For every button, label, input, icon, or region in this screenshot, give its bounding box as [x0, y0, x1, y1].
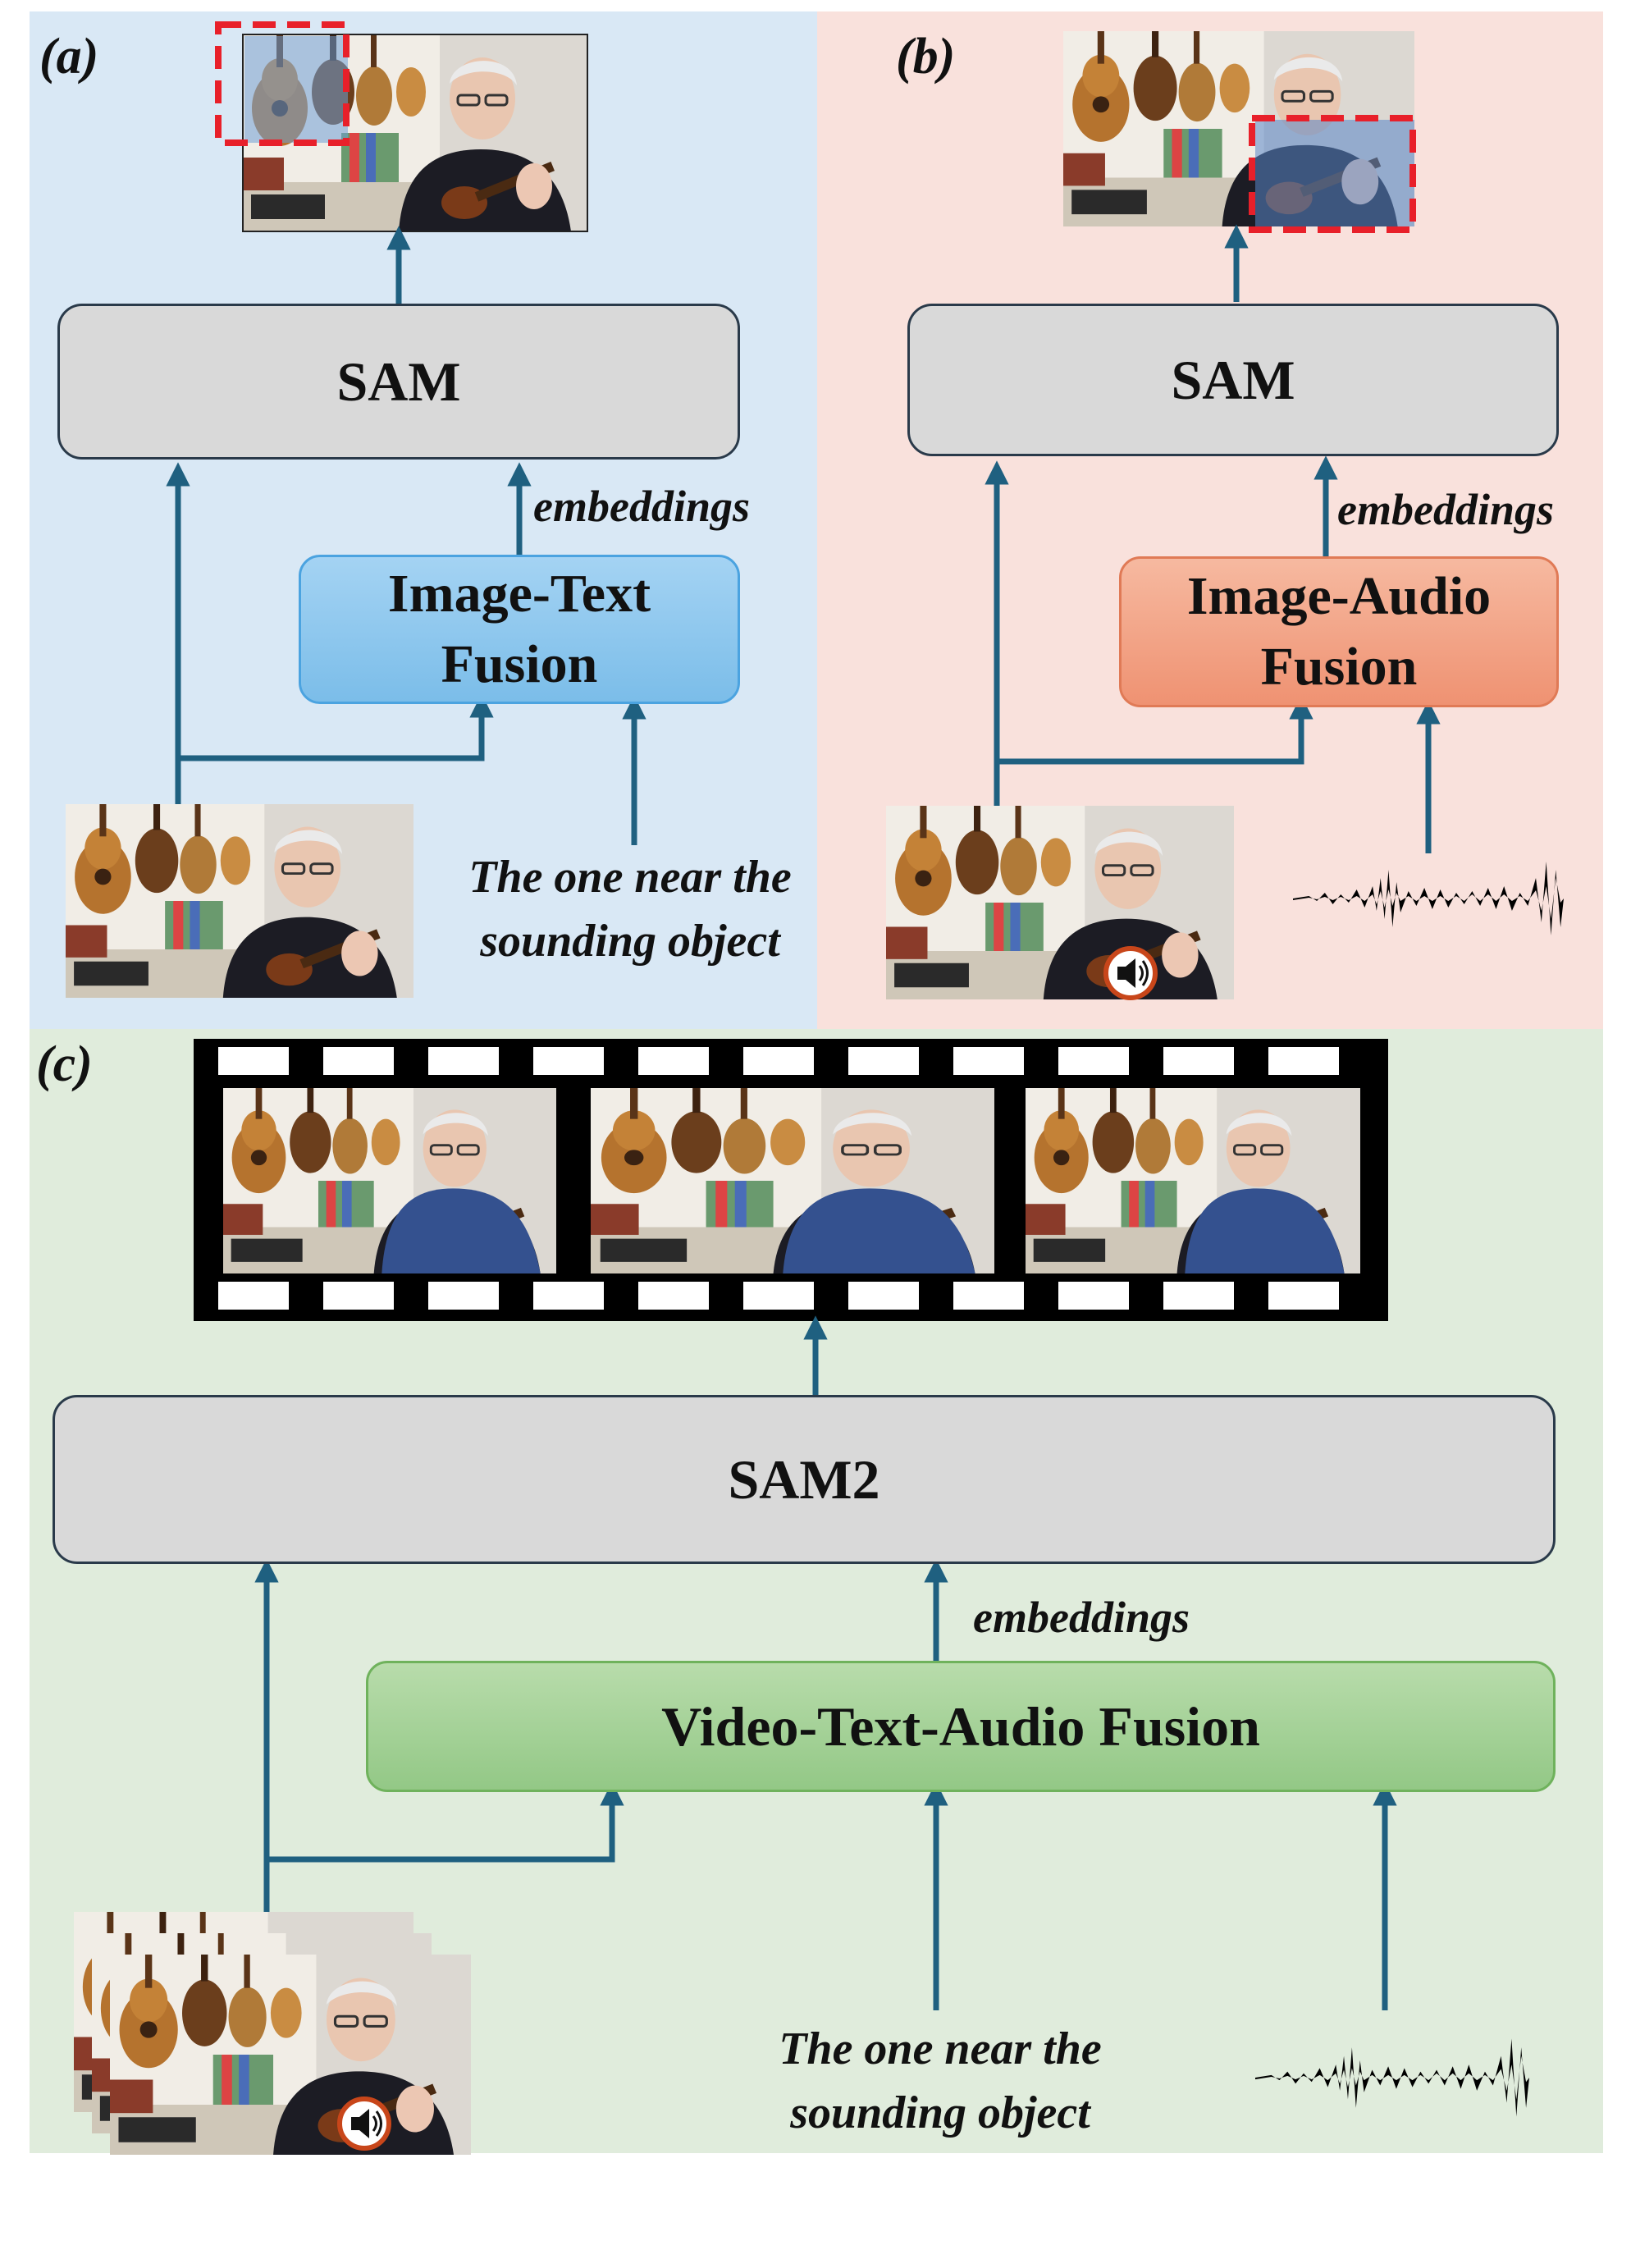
film-sprocket-hole	[323, 1282, 394, 1310]
film-sprocket-hole	[848, 1047, 919, 1075]
panel-a-image-text-fusion: Image-Text Fusion	[299, 555, 740, 704]
film-sprocket-hole	[218, 1282, 289, 1310]
film-sprocket-hole	[218, 1047, 289, 1075]
audio-waveform-icon	[1293, 862, 1564, 935]
film-sprocket-hole	[533, 1282, 604, 1310]
panel-a-highlight-box	[215, 21, 350, 146]
film-sprocket-hole	[743, 1047, 814, 1075]
panel-a-embeddings-label: embeddings	[533, 482, 750, 531]
film-sprocket-hole	[953, 1282, 1024, 1310]
panel-a-label: (a)	[39, 29, 99, 85]
film-sprocket-hole	[428, 1047, 499, 1075]
panel-a-input-image	[66, 804, 413, 998]
panel-b-label: (b)	[896, 29, 956, 85]
film-sprocket-hole	[1163, 1047, 1234, 1075]
panel-c-fusion-label: Video-Text-Audio Fusion	[661, 1694, 1260, 1758]
panel-c-query-text: The one near the sounding object	[779, 2023, 1102, 2139]
film-sprocket-hole	[428, 1282, 499, 1310]
panel-c-input-frames	[74, 1912, 471, 2155]
audio-waveform-icon	[1255, 2038, 1529, 2117]
film-sprocket-hole	[638, 1047, 709, 1075]
speaker-icon	[1103, 946, 1158, 1000]
film-sprocket-hole	[1058, 1282, 1129, 1310]
film-sprocket-hole	[1163, 1282, 1234, 1310]
panel-a-fusion-label: Image-Text Fusion	[387, 564, 651, 694]
panel-a-query-text: The one near the sounding object	[468, 852, 792, 967]
film-sprocket-hole	[533, 1047, 604, 1075]
film-sprocket-hole	[1268, 1047, 1339, 1075]
film-strip-icon	[194, 1039, 1388, 1321]
panel-b-image-audio-fusion: Image-Audio Fusion	[1119, 556, 1559, 707]
panel-c-sam2-box: SAM2	[53, 1395, 1556, 1564]
panel-c-embeddings-label: embeddings	[973, 1593, 1190, 1642]
panel-b-fusion-label: Image-Audio Fusion	[1186, 566, 1492, 697]
panel-b-sam-box: SAM	[907, 304, 1559, 456]
panel-b-highlight-box	[1249, 115, 1416, 233]
panel-b-input-image	[886, 806, 1234, 1000]
film-sprocket-hole	[953, 1047, 1024, 1075]
film-sprocket-hole	[1058, 1047, 1129, 1075]
panel-b-output-image	[1063, 31, 1416, 233]
film-sprocket-hole	[1268, 1282, 1339, 1310]
panel-a-output-image	[215, 21, 588, 232]
film-sprocket-hole	[848, 1282, 919, 1310]
film-sprocket-hole	[743, 1282, 814, 1310]
film-sprocket-hole	[638, 1282, 709, 1310]
panel-c-video-text-audio-fusion: Video-Text-Audio Fusion	[366, 1661, 1556, 1792]
panel-c-label: (c)	[36, 1036, 93, 1092]
panel-b-embeddings-label: embeddings	[1337, 485, 1554, 534]
panel-a-sam-box: SAM	[57, 304, 740, 460]
speaker-icon	[337, 2097, 391, 2151]
film-sprocket-hole	[323, 1047, 394, 1075]
